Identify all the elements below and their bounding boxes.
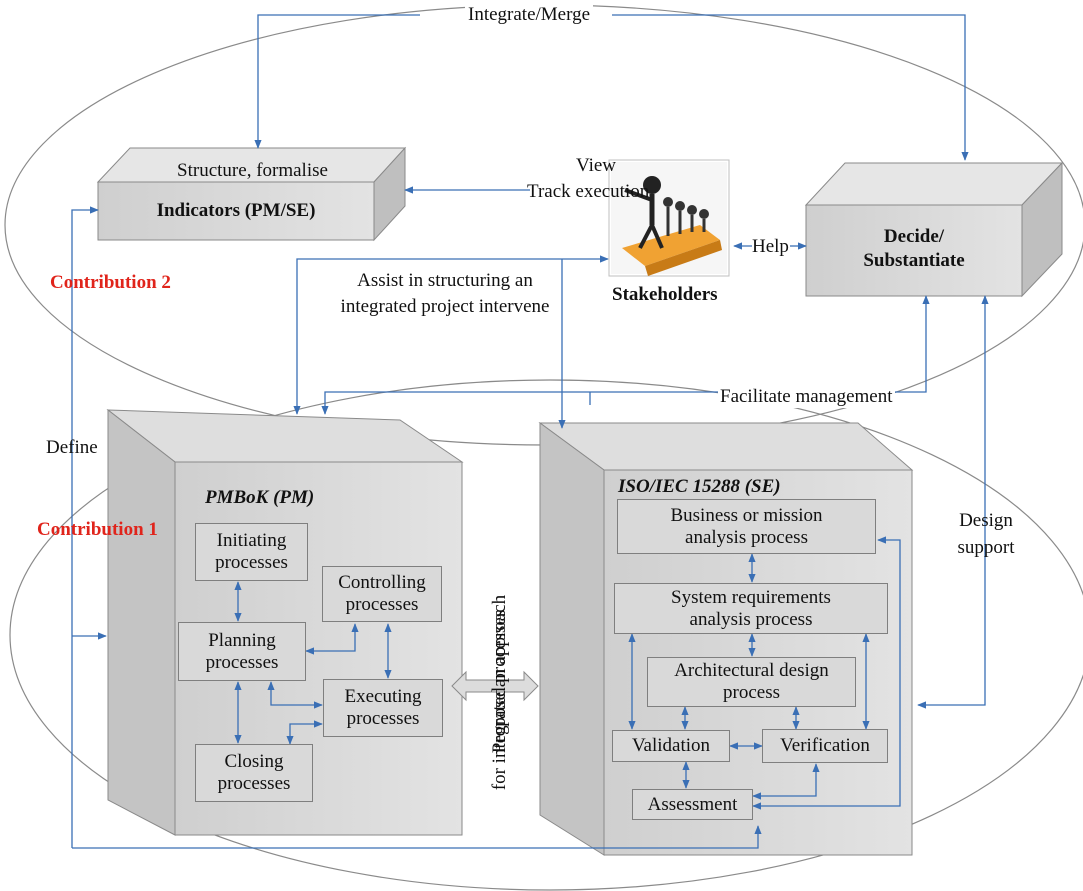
closing-processes-text: Closing processes: [217, 751, 291, 794]
assist-line2: integrated project intervene: [340, 296, 550, 317]
propose-line2: for integrated processes: [489, 609, 510, 791]
arrow-plan-exec: [267, 681, 323, 709]
executing-processes-text: Executing processes: [344, 686, 422, 729]
executing-processes-box: Executing processes: [323, 679, 443, 737]
track-execution-label: Track execution: [527, 181, 650, 202]
contribution-2-label: Contribution 2: [50, 272, 171, 293]
contribution-1-label: Contribution 1: [37, 519, 158, 540]
stakeholders-image: [608, 159, 730, 277]
system-requirements-text: System requirements analysis process: [671, 586, 831, 630]
assessment-box: Assessment: [632, 789, 753, 820]
business-mission-text: Business or mission analysis process: [670, 504, 823, 548]
help-label: Help: [752, 236, 789, 258]
validation-text: Validation: [631, 735, 711, 756]
arrow-design-support: [917, 295, 989, 709]
facilitate-management-label: Facilitate management: [718, 386, 895, 408]
verification-text: Verification: [780, 735, 870, 756]
assessment-text: Assessment: [647, 793, 738, 815]
iso-title: ISO/IEC 15288 (SE): [618, 476, 781, 497]
arrow-business-assess: [752, 536, 901, 810]
stakeholders-title: Stakeholders: [612, 284, 718, 305]
define-label: Define: [46, 437, 98, 458]
arrow-define-indicators: [71, 206, 99, 848]
indicators-title: Indicators (PM/SE): [156, 200, 316, 221]
arrow-assist: [293, 255, 609, 415]
controlling-processes-box: Controlling processes: [322, 566, 442, 622]
arrow-integrate-right: [612, 14, 969, 161]
planning-processes-box: Planning processes: [178, 622, 306, 681]
planning-processes-text: Planning processes: [205, 629, 279, 673]
architectural-design-text: Architectural design process: [674, 660, 829, 703]
closing-processes-box: Closing processes: [195, 744, 313, 802]
arrow-integrate-left: [254, 14, 420, 149]
arrow-plan-control: [305, 623, 359, 655]
business-mission-box: Business or mission analysis process: [617, 499, 876, 554]
decide-title-line2: Substantiate: [863, 250, 965, 271]
decide-box: [804, 161, 1064, 298]
initiating-processes-box: Initiating processes: [195, 523, 308, 581]
design-support-line2: support: [957, 537, 1015, 558]
initiating-processes-text: Initiating processes: [215, 530, 288, 573]
design-support-line1: Design: [959, 510, 1013, 531]
system-requirements-box: System requirements analysis process: [614, 583, 888, 634]
arrow-close-exec: [286, 720, 323, 745]
controlling-processes-text: Controlling processes: [338, 572, 426, 615]
pmbok-title: PMBoK (PM): [205, 487, 315, 508]
assist-line1: Assist in structuring an: [357, 270, 533, 291]
decide-title-line1: Decide/: [883, 226, 945, 247]
arrow-bottom-loop: [72, 825, 762, 849]
indicators-box: [96, 146, 407, 242]
propose-double-arrow: [451, 670, 539, 702]
validation-box: Validation: [612, 730, 730, 762]
view-label: View: [576, 155, 617, 176]
architectural-design-box: Architectural design process: [647, 657, 856, 707]
verification-box: Verification: [762, 729, 888, 763]
indicators-caption: Structure, formalise: [177, 160, 328, 181]
integrate-merge-label: Integrate/Merge: [465, 4, 594, 26]
